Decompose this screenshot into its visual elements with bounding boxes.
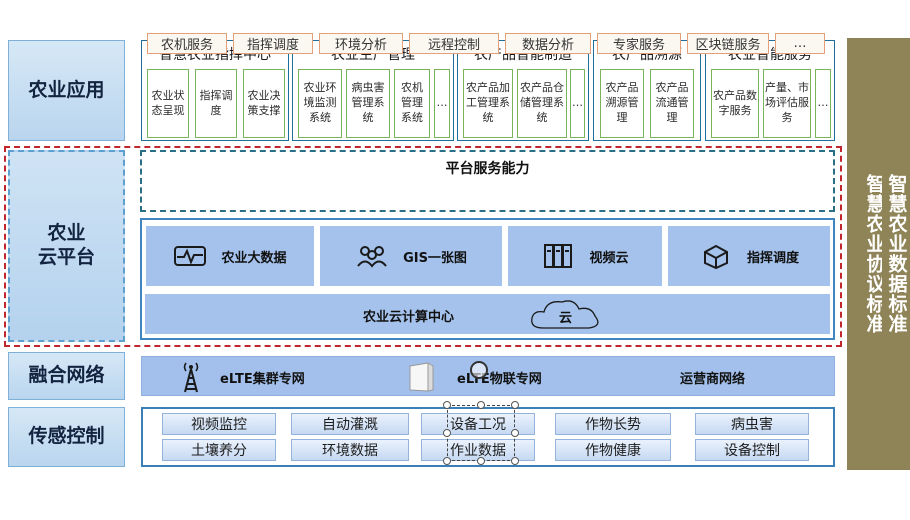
- resize-handle[interactable]: [511, 429, 519, 437]
- platform-service-title: 平台服务能力: [445, 161, 530, 177]
- cube-network-icon: [703, 244, 728, 270]
- resize-handle[interactable]: [477, 457, 485, 465]
- layer-label-application: 农业应用: [8, 40, 125, 141]
- cloud-platform-frame: [4, 146, 842, 347]
- service-item: 专家服务: [597, 33, 681, 54]
- people-group-icon: [357, 246, 387, 268]
- service-item-more: …: [775, 33, 825, 54]
- platform-service-panel: 平台服务能力: [140, 150, 835, 212]
- layer-label-text: 传感控制: [28, 425, 105, 448]
- app-item: 农业环境监测系统: [298, 69, 342, 138]
- sensing-item: 环境数据: [291, 439, 409, 461]
- resize-handle[interactable]: [477, 401, 485, 409]
- app-group-manufacturing: 农产品智能制造 农产品加工管理系统 农产品仓储管理系统 …: [457, 40, 589, 141]
- sensing-item: 作物长势: [555, 413, 671, 435]
- signal-tower-icon: [183, 362, 199, 393]
- core-item-gis: GIS一张图: [320, 226, 502, 286]
- app-item: 农业决策支撑: [243, 69, 285, 138]
- resize-handle[interactable]: [511, 457, 519, 465]
- app-group-smart-service: 农业智能服务 农产品数字服务 产量、市场评估服务 …: [705, 40, 835, 141]
- core-item-label: GIS一张图: [403, 250, 467, 266]
- app-item: 病虫害管理系统: [346, 69, 390, 138]
- app-item: 农业状态呈现: [147, 69, 189, 138]
- app-item: 农产品数字服务: [711, 69, 759, 138]
- cloud-computing-center: 农业云计算中心 云: [145, 294, 830, 334]
- sensing-item: 作物健康: [555, 439, 671, 461]
- sensing-item: 自动灌溉: [291, 413, 409, 435]
- service-item: 数据分析: [505, 33, 591, 54]
- network-item-elte-cluster: eLTE集群专网: [220, 372, 305, 387]
- app-item-more: …: [434, 69, 450, 138]
- app-group-command-center: 智慧农业指挥中心 农业状态呈现 指挥调度 农业决策支撑: [141, 40, 289, 141]
- selection-frame[interactable]: [447, 405, 515, 461]
- layer-label-cloud-platform: 农业 云平台: [8, 150, 125, 342]
- rotate-handle-icon[interactable]: [470, 361, 488, 379]
- service-item: 农机服务: [147, 33, 227, 54]
- core-item-label: 指挥调度: [746, 250, 799, 266]
- resize-handle[interactable]: [443, 457, 451, 465]
- app-item-more: …: [570, 69, 585, 138]
- server-rack-icon: [544, 244, 573, 268]
- core-item-big-data: 农业大数据: [146, 226, 314, 286]
- app-item: 农产品仓储管理系统: [517, 69, 567, 138]
- core-item-label: 农业大数据: [221, 250, 287, 266]
- app-item: 指挥调度: [195, 69, 237, 138]
- layer-label-text: 融合网络: [28, 364, 105, 387]
- standard-protocol-label: 智慧农业协议标准: [863, 174, 886, 334]
- service-item: 指挥调度: [233, 33, 313, 54]
- app-item: 农机管理系统: [394, 69, 430, 138]
- cloud-icon: [531, 300, 599, 329]
- app-item: 农产品加工管理系统: [463, 69, 513, 138]
- layer-label-text: 农业应用: [28, 78, 105, 101]
- sensing-item: 病虫害: [695, 413, 809, 435]
- service-item: 区块链服务: [687, 33, 769, 54]
- app-group-traceability: 农产品溯源 农产品溯源管理 农产品流通管理: [593, 40, 701, 141]
- core-item-command: 指挥调度: [668, 226, 830, 286]
- layer-label-network: 融合网络: [8, 352, 125, 400]
- core-item-label: 视频云: [589, 250, 629, 266]
- cloud-computing-center-label: 农业云计算中心: [363, 310, 455, 325]
- app-item: 农产品溯源管理: [600, 69, 644, 138]
- standard-data-label: 智慧农业数据标准: [885, 174, 908, 334]
- layer-label-text: 农业 云平台: [37, 222, 95, 268]
- app-item: 产量、市场评估服务: [763, 69, 811, 138]
- pulse-monitor-icon: [174, 246, 207, 266]
- layer-label-sensing: 传感控制: [8, 407, 125, 467]
- access-box-icon: [409, 362, 434, 392]
- cloud-label: 云: [559, 311, 573, 326]
- app-item: 农产品流通管理: [650, 69, 694, 138]
- sensing-item: 土壤养分: [162, 439, 276, 461]
- service-item: 环境分析: [319, 33, 403, 54]
- service-item: 远程控制: [409, 33, 499, 54]
- app-group-production: 农业生产管理 农业环境监测系统 病虫害管理系统 农机管理系统 …: [292, 40, 454, 141]
- app-item-more: …: [815, 69, 831, 138]
- core-item-video-cloud: 视频云: [508, 226, 662, 286]
- standard-data-bar: 智慧农业数据标准: [882, 38, 910, 470]
- network-item-operator: 运营商网络: [680, 372, 746, 387]
- sensing-item: 视频监控: [162, 413, 276, 435]
- resize-handle[interactable]: [443, 429, 451, 437]
- resize-handle[interactable]: [443, 401, 451, 409]
- resize-handle[interactable]: [511, 401, 519, 409]
- sensing-item: 设备控制: [695, 439, 809, 461]
- network-bar: [141, 356, 835, 396]
